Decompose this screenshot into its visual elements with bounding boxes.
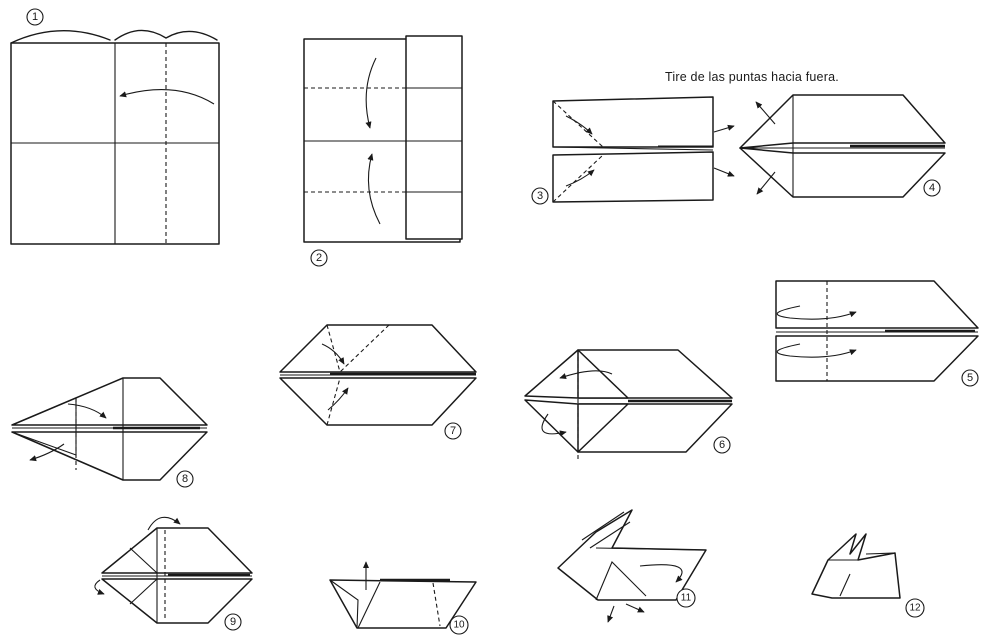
svg-text:10: 10 [453, 620, 465, 631]
step-4-figure [739, 94, 946, 198]
step-12-number: 12 [905, 598, 925, 618]
step-11-figure [557, 509, 707, 623]
svg-text:3: 3 [537, 190, 543, 202]
step-4-number: 4 [923, 179, 941, 197]
step-11-number: 11 [676, 588, 696, 608]
svg-text:11: 11 [681, 593, 692, 604]
step-3-number: 3 [531, 187, 549, 205]
svg-text:6: 6 [719, 439, 725, 451]
step-5-number: 5 [961, 369, 979, 387]
step-1-figure [10, 29, 220, 245]
step-5-figure [775, 280, 979, 382]
step-2-number: 2 [310, 249, 328, 267]
step-7-figure [279, 324, 477, 426]
step-8-number: 8 [176, 470, 194, 488]
step-6-number: 6 [713, 436, 731, 454]
step-1-number: 1 [26, 8, 44, 26]
step-12-figure [811, 533, 901, 599]
step-9-number: 9 [224, 613, 242, 631]
step-3-figure [552, 96, 735, 203]
step-2-figure [303, 35, 463, 243]
step-9-figure [94, 516, 253, 624]
svg-text:4: 4 [929, 182, 935, 194]
step-8-figure [11, 377, 208, 481]
step-10-number: 10 [449, 615, 469, 635]
step-10-figure [329, 561, 477, 629]
svg-text:7: 7 [450, 425, 456, 437]
svg-text:8: 8 [182, 473, 188, 485]
instruction-caption: Tire de las puntas hacia fuera. [665, 70, 839, 84]
svg-text:2: 2 [316, 252, 322, 264]
svg-text:9: 9 [230, 616, 236, 628]
svg-text:12: 12 [909, 603, 921, 614]
step-6-figure [524, 349, 733, 462]
svg-text:1: 1 [32, 11, 38, 23]
step-7-number: 7 [444, 422, 462, 440]
svg-text:5: 5 [967, 372, 973, 384]
